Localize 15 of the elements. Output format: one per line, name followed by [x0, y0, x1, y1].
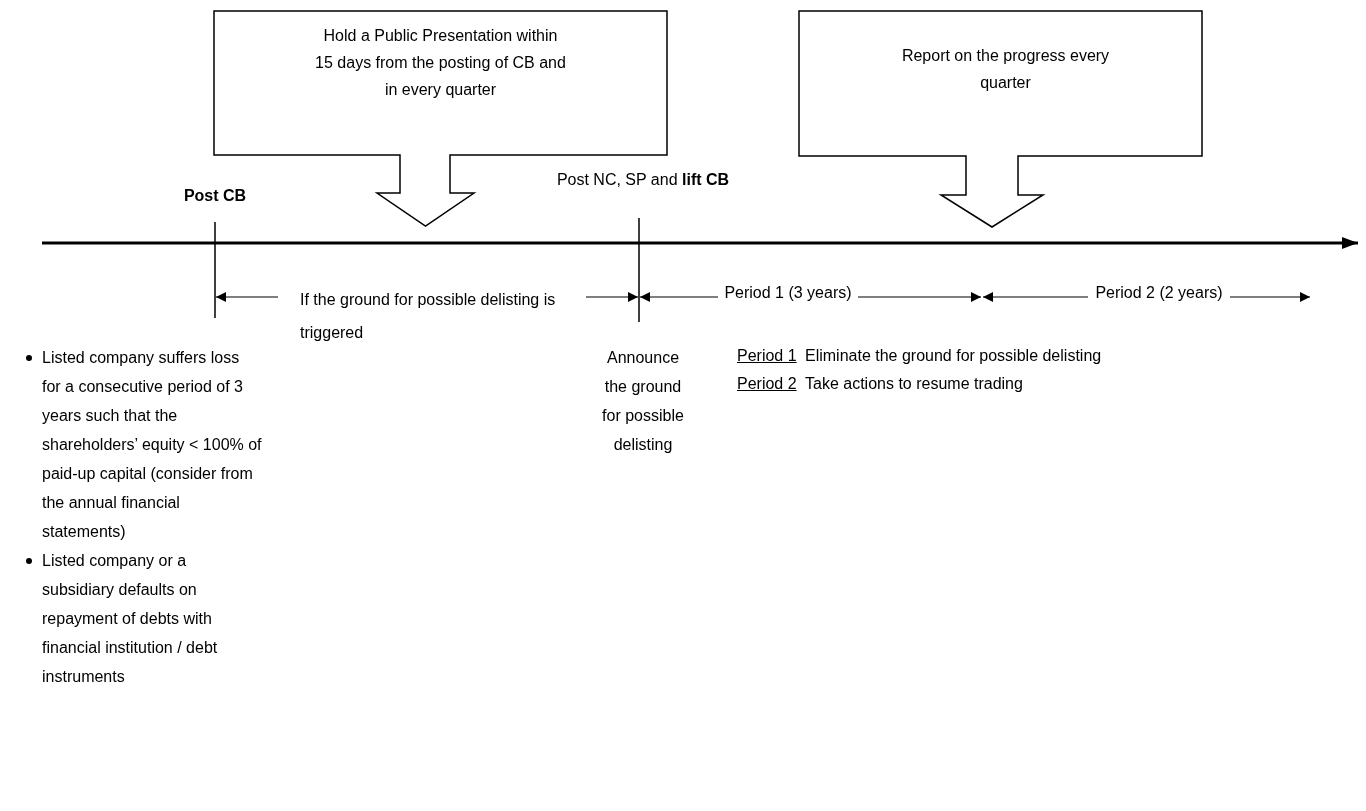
bullet-item: Listed company suffers loss for a consecutive period of 3 years such that the shareholders’ equity < 100% of paid-up capital (consider from the annual financial statements) [42, 349, 262, 540]
period-label: Period 1 (3 years) [723, 283, 853, 303]
note-text: Take actions to resume trading [805, 374, 1024, 394]
period-label: Period 2 (2 years) [1094, 283, 1224, 303]
callout-text: Hold a Public Presentation within 15 days from the posting of CB and in every quarter [314, 26, 567, 100]
note-text: Eliminate the ground for possible delisting [805, 346, 1103, 366]
period-name: Period 2 [737, 374, 797, 394]
period-label: If the ground for possible delisting is triggered [300, 290, 557, 343]
callout-box [798, 10, 1203, 228]
bullet-item: Listed company or a subsidiary defaults on repayment of debts with financial institution / debt instruments [42, 552, 218, 685]
note-text: Announce the ground for possible delisting [601, 348, 685, 455]
callout-text: Report on the progress every quarter [900, 46, 1111, 93]
milestone-label: Post CB [182, 186, 248, 206]
milestone-label: Post NC, SP and lift CB [555, 170, 731, 190]
period-name: Period 1 [737, 346, 797, 366]
